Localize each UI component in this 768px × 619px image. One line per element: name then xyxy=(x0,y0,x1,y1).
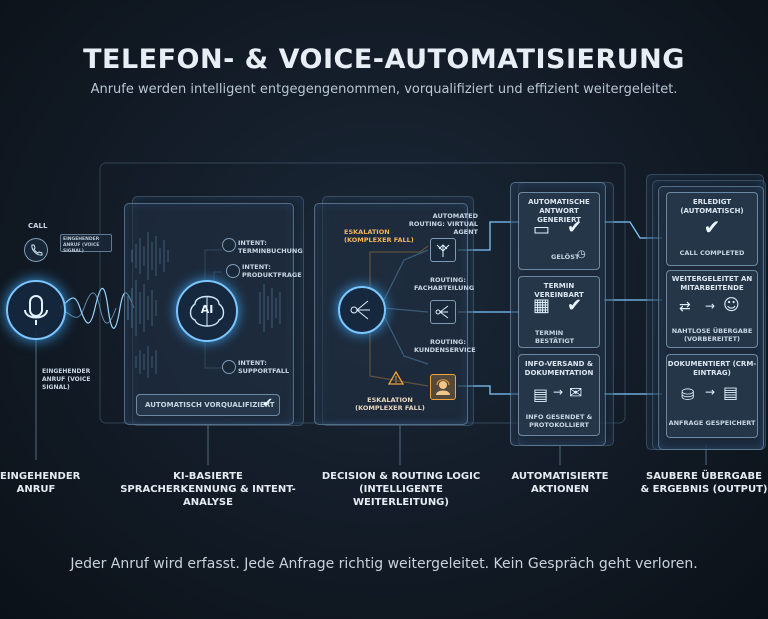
output-status: NAHTLOSE ÜBERGABE (VORBEREITET) xyxy=(671,327,753,343)
document-icon: ▤ xyxy=(533,385,549,404)
stage-label-output: SAUBERE ÜBERGABE & ERGEBNIS (OUTPUT) xyxy=(640,471,768,495)
action-title: INFO-VERSAND & DOKUMENTATION xyxy=(524,360,594,377)
output-title: WEITERGELEITET AN MITARBEITENDE xyxy=(671,275,753,292)
action-title: TERMIN VEREINBART xyxy=(534,282,584,299)
phone-icon xyxy=(24,238,48,262)
stage-label-actions: AUTOMATISIERTE AKTIONEN xyxy=(511,471,609,495)
stage-label-routing: DECISION & ROUTING LOGIC (INTELLIGENTE W… xyxy=(321,471,481,508)
intent-produktfrage: INTENT: PRODUKTFRAGE xyxy=(242,263,302,279)
intent-supportfall: INTENT: SUPPORTFALL xyxy=(238,359,290,375)
footer-tagline: Jeder Anruf wird erfasst. Jede Anfrage r… xyxy=(70,556,698,572)
chat-icon: ▭ xyxy=(533,219,551,240)
router-icon xyxy=(338,286,386,334)
agent-headset-icon xyxy=(430,374,456,400)
status-badge: AUTOMATISCH VORQUALIFIZIERT ✔ xyxy=(136,394,280,416)
page-title: TELEFON- & VOICE-AUTOMATISIERUNG xyxy=(83,44,685,75)
warning-icon xyxy=(387,370,405,385)
check-icon: ✔ xyxy=(567,217,583,238)
document-icon: ▤ xyxy=(723,383,739,402)
action-card-appointment: TERMIN VEREINBART ▦ ✔ TERMIN BESTÄTIGT xyxy=(518,276,600,348)
output-card-done: ERLEDIGT (AUTOMATISCH) ✔ CALL COMPLETED xyxy=(666,192,758,266)
handshake-icon: ⇄ xyxy=(679,299,691,315)
microphone-icon xyxy=(24,295,48,325)
call-label: CALL xyxy=(28,222,48,230)
action-title: AUTOMATISCHE ANTWORT GENERIERT xyxy=(528,198,590,224)
action-status: GELÖST xyxy=(551,253,580,261)
signal-tag: EINGEHENDER ANRUF (VOICE SIGNAL) xyxy=(60,234,112,254)
route-kundenservice: ROUTING: KUNDENSERVICE xyxy=(414,338,476,354)
action-card-info: INFO-VERSAND & DOKUMENTATION ▤ → ✉ INFO … xyxy=(518,354,600,436)
escalation-bottom: ESKALATION (KOMPLEXER FALL) xyxy=(355,396,425,412)
output-card-crm: DOKUMENTIERT (CRM-EINTRAG) ⛁ → ▤ ANFRAGE… xyxy=(666,354,758,438)
action-status: INFO GESENDET & PROTOKOLLIERT xyxy=(525,413,593,429)
escalation-top: ESKALATION (KOMPLEXER FALL) xyxy=(344,228,414,244)
microphone-button[interactable] xyxy=(6,280,66,340)
clock-icon: ◷ xyxy=(577,249,586,260)
agent-icon: ☺ xyxy=(723,295,740,314)
stage-label-input: EINGEHENDER ANRUF xyxy=(0,471,81,495)
mail-icon: ✉ xyxy=(569,383,583,402)
ai-brain-icon: AI xyxy=(176,280,238,342)
database-icon: ⛁ xyxy=(681,385,695,404)
intent-icon xyxy=(226,264,240,278)
check-icon: ✔ xyxy=(567,295,583,316)
intent-terminbuchung: INTENT: TERMINBUCHUNG xyxy=(238,239,303,255)
calendar-icon: ▦ xyxy=(533,295,551,316)
action-status: TERMIN BESTÄTIGT xyxy=(535,329,575,345)
output-status: ANFRAGE GESPEICHERT xyxy=(668,419,756,427)
stage-label-recognition: KI-BASIERTE SPRACHERKENNUNG & INTENT-ANA… xyxy=(120,471,296,508)
ai-label: AI xyxy=(200,303,214,316)
route-icon xyxy=(430,300,456,324)
signal-tag-text: EINGEHENDER ANRUF (VOICE SIGNAL) xyxy=(63,237,100,254)
route-fachabteilung: ROUTING: FACHABTEILUNG xyxy=(414,276,475,292)
route-virtual-agent: AUTOMATED ROUTING: VIRTUAL AGENT xyxy=(408,212,478,236)
intent-icon xyxy=(222,360,236,374)
signal-label: EINGEHENDER ANRUF (VOICE SIGNAL) xyxy=(42,368,91,391)
status-text: AUTOMATISCH VORQUALIFIZIERT xyxy=(145,401,275,409)
check-icon: ✔ xyxy=(703,215,721,239)
output-title: ERLEDIGT (AUTOMATISCH) xyxy=(680,198,744,215)
check-icon: ✔ xyxy=(262,396,273,411)
page-subtitle: Anrufe werden intelligent entgegengenomm… xyxy=(90,82,678,97)
intent-icon xyxy=(222,238,236,252)
output-title: DOKUMENTIERT (CRM-EINTRAG) xyxy=(667,360,757,377)
action-card-answer: AUTOMATISCHE ANTWORT GENERIERT ▭ ✔ GELÖS… xyxy=(518,192,600,270)
arrow-right-icon: → xyxy=(705,385,716,399)
input-waveform xyxy=(59,287,135,329)
output-status: CALL COMPLETED xyxy=(679,249,745,257)
arrow-right-icon: → xyxy=(705,299,716,313)
arrow-right-icon: → xyxy=(553,385,564,399)
route-icon xyxy=(430,238,456,262)
output-card-handover: WEITERGELEITET AN MITARBEITENDE ⇄ → ☺ NA… xyxy=(666,270,758,348)
